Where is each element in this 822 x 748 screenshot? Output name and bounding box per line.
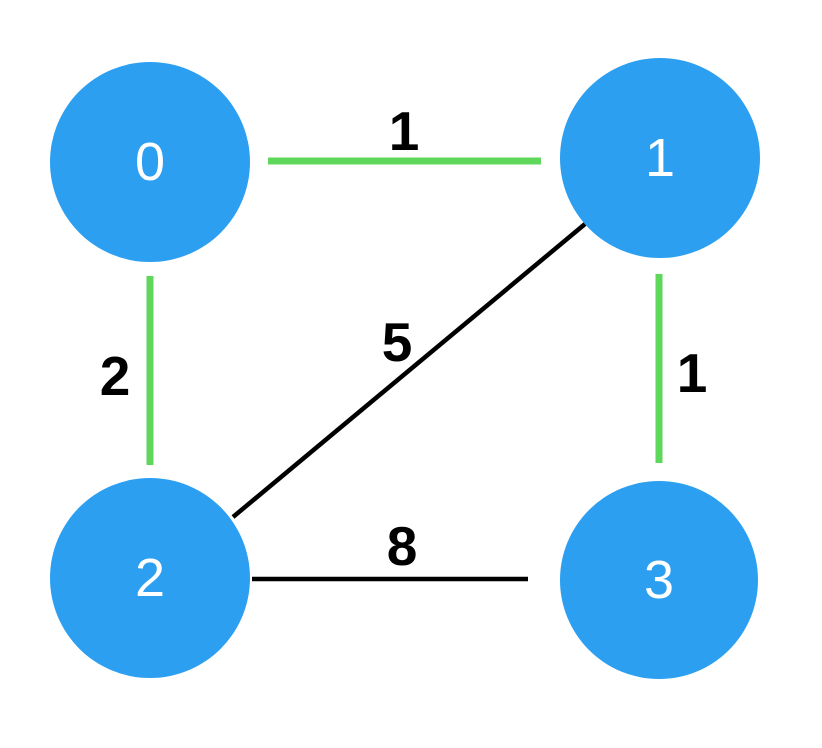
- node-2: [50, 478, 250, 678]
- edge-weight-1-2: 5: [382, 311, 413, 373]
- node-label-3: 3: [644, 550, 674, 610]
- node-label-0: 0: [135, 132, 165, 192]
- edge-weight-0-2: 2: [100, 345, 131, 407]
- edge-weight-1-3: 1: [677, 342, 708, 404]
- edge-1-2: [231, 222, 587, 519]
- node-label-2: 2: [135, 548, 165, 608]
- node-1: [560, 58, 760, 258]
- node-label-1: 1: [645, 128, 675, 188]
- node-0: [50, 62, 250, 262]
- node-3: [560, 481, 758, 679]
- edge-weight-2-3: 8: [387, 515, 418, 577]
- edge-weight-0-1: 1: [389, 100, 420, 162]
